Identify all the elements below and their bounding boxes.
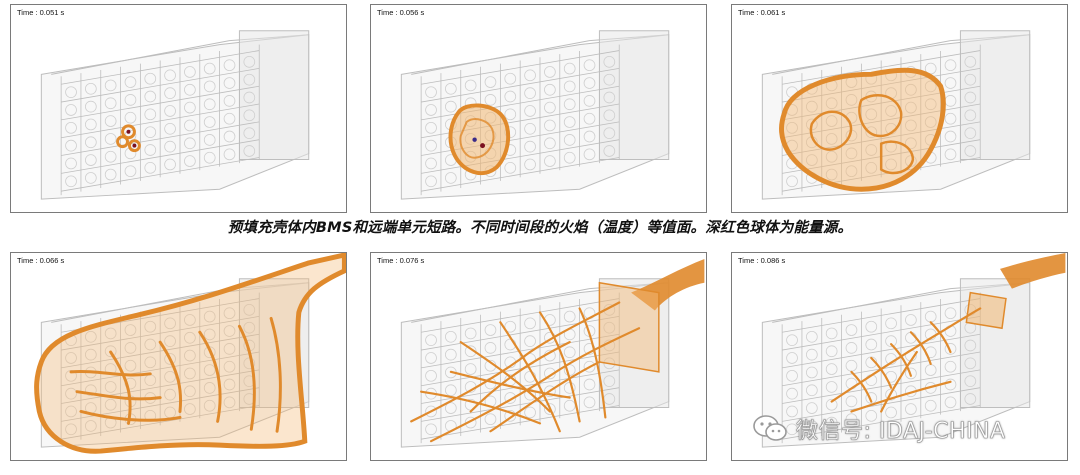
time-label: Time : 0.066 s [17, 256, 65, 265]
watermark: 微信号: IDAJ-CHINA [752, 412, 1006, 446]
battery-housing-render [761, 253, 1066, 448]
time-label: Time : 0.086 s [738, 256, 786, 265]
flame-isosurface [448, 103, 511, 176]
simulation-panel-4: Time : 0.066 s [10, 252, 347, 461]
flame-isosurface [410, 258, 705, 443]
flame-isosurface [830, 253, 1066, 413]
energy-source-sphere [126, 129, 137, 148]
figure-caption: 预填充壳体内BMS和远端单元短路。不同时间段的火焰（温度）等值面。深红色球体为能… [227, 220, 853, 236]
time-label: Time : 0.056 s [377, 8, 425, 17]
battery-housing-render [34, 253, 346, 454]
battery-housing-render [400, 30, 670, 200]
simulation-panel-3: Time : 0.061 s [731, 4, 1068, 213]
flame-isosurface [116, 124, 141, 153]
battery-housing-wireframe [400, 278, 670, 448]
watermark-text: 微信号: IDAJ-CHINA [796, 419, 1006, 445]
simulation-panel-6: Time : 0.086 s [731, 252, 1068, 461]
time-label: Time : 0.051 s [17, 8, 65, 17]
simulation-panel-1: Time : 0.051 s [10, 4, 347, 213]
flame-isosurface [779, 67, 946, 192]
energy-source-sphere [472, 137, 486, 149]
wechat-icon [752, 414, 788, 444]
time-label: Time : 0.061 s [738, 8, 786, 17]
battery-housing-render [40, 30, 310, 200]
simulation-panel-5: Time : 0.076 s [370, 252, 707, 461]
time-label: Time : 0.076 s [377, 256, 425, 265]
battery-housing-render [400, 258, 705, 448]
simulation-panel-2: Time : 0.056 s [370, 4, 707, 213]
flame-isosurface [34, 253, 346, 454]
battery-housing-wireframe [40, 30, 310, 200]
battery-housing-wireframe [400, 30, 670, 200]
battery-housing-render [761, 30, 1031, 200]
